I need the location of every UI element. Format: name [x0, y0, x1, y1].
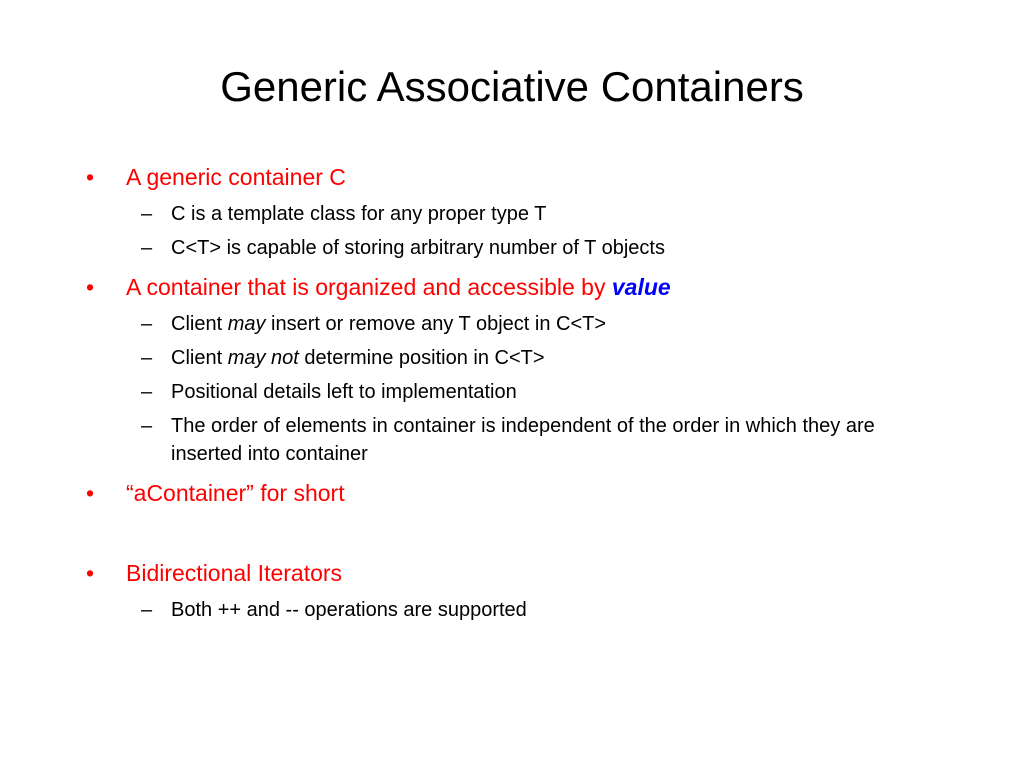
- sub-bullet-text-pre: Client: [171, 313, 228, 335]
- bullet-text: Bidirectional Iterators: [126, 560, 343, 586]
- slide-title: Generic Associative Containers: [220, 63, 804, 110]
- bullet-text: “aContainer” for short: [126, 480, 345, 506]
- bullet-accessible-by-value: • A container that is organized and acce…: [86, 268, 946, 306]
- bullet-text: A container that is organized and access…: [126, 274, 612, 300]
- dash-marker: –: [141, 599, 153, 621]
- sub-bullet-text: C is a template class for any proper typ…: [171, 203, 547, 225]
- dash-marker: –: [141, 347, 153, 369]
- bullet-text: A generic container C: [126, 164, 346, 190]
- dash-marker: –: [141, 313, 153, 335]
- sub-bullet-text: Both ++ and -- operations are supported: [171, 599, 527, 621]
- sub-bullet-client-may-not: – Client may not determine position in C…: [86, 344, 946, 372]
- sub-bullet-operations-supported: – Both ++ and -- operations are supporte…: [86, 596, 946, 624]
- spacer: [86, 512, 946, 554]
- sub-bullet-text-post: insert or remove any T object in C<T>: [265, 313, 607, 335]
- sub-bullet-positional-details: – Positional details left to implementat…: [86, 378, 946, 406]
- bullet-acontainer-short: • “aContainer” for short: [86, 474, 946, 512]
- sub-bullet-storing-objects: – C<T> is capable of storing arbitrary n…: [86, 234, 946, 262]
- sub-bullet-template-class: – C is a template class for any proper t…: [86, 200, 946, 228]
- emphasis-may: may: [227, 313, 266, 335]
- emphasis-value: value: [611, 274, 671, 300]
- sub-bullet-client-may-insert: – Client may insert or remove any T obje…: [86, 310, 946, 338]
- bullet-generic-container: • A generic container C: [86, 158, 946, 196]
- bullet-marker: •: [86, 480, 95, 506]
- sub-bullet-text: The order of elements in container is in…: [171, 415, 875, 465]
- bullet-bidirectional-iterators: • Bidirectional Iterators: [86, 554, 946, 592]
- sub-bullet-text: C<T> is capable of storing arbitrary num…: [171, 237, 665, 259]
- sub-bullet-text: Positional details left to implementatio…: [171, 381, 517, 403]
- dash-marker: –: [141, 381, 153, 403]
- dash-marker: –: [141, 415, 153, 437]
- sub-bullet-text-pre: Client: [171, 347, 228, 369]
- dash-marker: –: [141, 237, 153, 259]
- dash-marker: –: [141, 203, 153, 225]
- sub-bullet-text-post: determine position in C<T>: [298, 347, 545, 369]
- emphasis-may-not: may not: [227, 347, 299, 369]
- sub-bullet-order-independent: – The order of elements in container is …: [86, 412, 946, 468]
- bullet-marker: •: [86, 274, 95, 300]
- slide-content: • A generic container C – C is a templat…: [86, 158, 946, 630]
- bullet-marker: •: [86, 560, 95, 586]
- bullet-marker: •: [86, 164, 95, 190]
